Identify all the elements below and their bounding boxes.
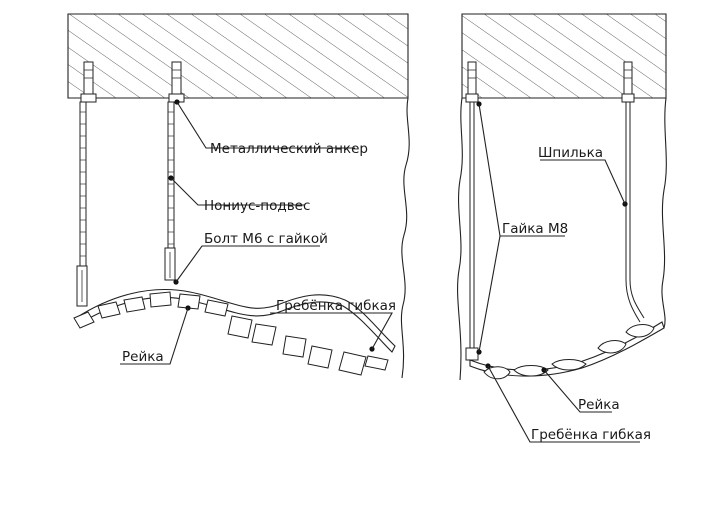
left-diagram: Металлический анкер Нониус-подвес Болт М… bbox=[67, 13, 410, 379]
right-diagram: Шпилька Гайка М8 Рейка Гребёнка гибкая bbox=[457, 13, 667, 443]
label-vernier-hanger: Нониус-подвес bbox=[204, 198, 310, 214]
stud-2 bbox=[625, 102, 645, 323]
right-left-break-line bbox=[457, 97, 463, 381]
label-flexible-comb-right: Гребёнка гибкая bbox=[531, 427, 651, 443]
label-bolt-m6: Болт М6 с гайкой bbox=[204, 231, 328, 247]
stud-1 bbox=[469, 102, 475, 358]
label-rail-left: Рейка bbox=[122, 349, 164, 365]
anchor-1 bbox=[80, 61, 97, 103]
left-concrete-slab bbox=[67, 13, 409, 99]
label-stud: Шпилька bbox=[538, 145, 603, 161]
left-rails bbox=[73, 291, 389, 376]
comb-leader-right bbox=[487, 365, 640, 443]
anchor-leader bbox=[176, 101, 355, 149]
stud-1-nut-bottom bbox=[465, 347, 479, 361]
label-flexible-comb-left: Гребёнка гибкая bbox=[276, 298, 396, 314]
right-right-break-line bbox=[661, 97, 667, 329]
anchor-4 bbox=[621, 61, 635, 103]
label-nut-m8: Гайка М8 bbox=[502, 221, 568, 237]
comb-leader bbox=[270, 312, 393, 350]
anchor-3 bbox=[465, 61, 479, 103]
vernier-hanger-1 bbox=[76, 101, 88, 307]
nut-leader-bottom bbox=[478, 235, 501, 353]
nut-leader-top bbox=[478, 103, 565, 237]
right-rails bbox=[483, 324, 655, 380]
left-flexible-comb bbox=[75, 289, 396, 353]
rail-leader-right bbox=[543, 369, 612, 413]
vernier-hanger-2 bbox=[164, 101, 176, 281]
stud-leader bbox=[540, 159, 626, 205]
label-rail-right: Рейка bbox=[578, 397, 620, 413]
rail-leader bbox=[120, 307, 189, 365]
bolt-leader bbox=[175, 245, 320, 283]
anchor-2 bbox=[168, 61, 185, 103]
label-metal-anchor: Металлический анкер bbox=[210, 141, 368, 157]
right-concrete-slab bbox=[461, 13, 667, 99]
left-break-line bbox=[400, 97, 410, 379]
vernier-leader bbox=[170, 177, 305, 206]
